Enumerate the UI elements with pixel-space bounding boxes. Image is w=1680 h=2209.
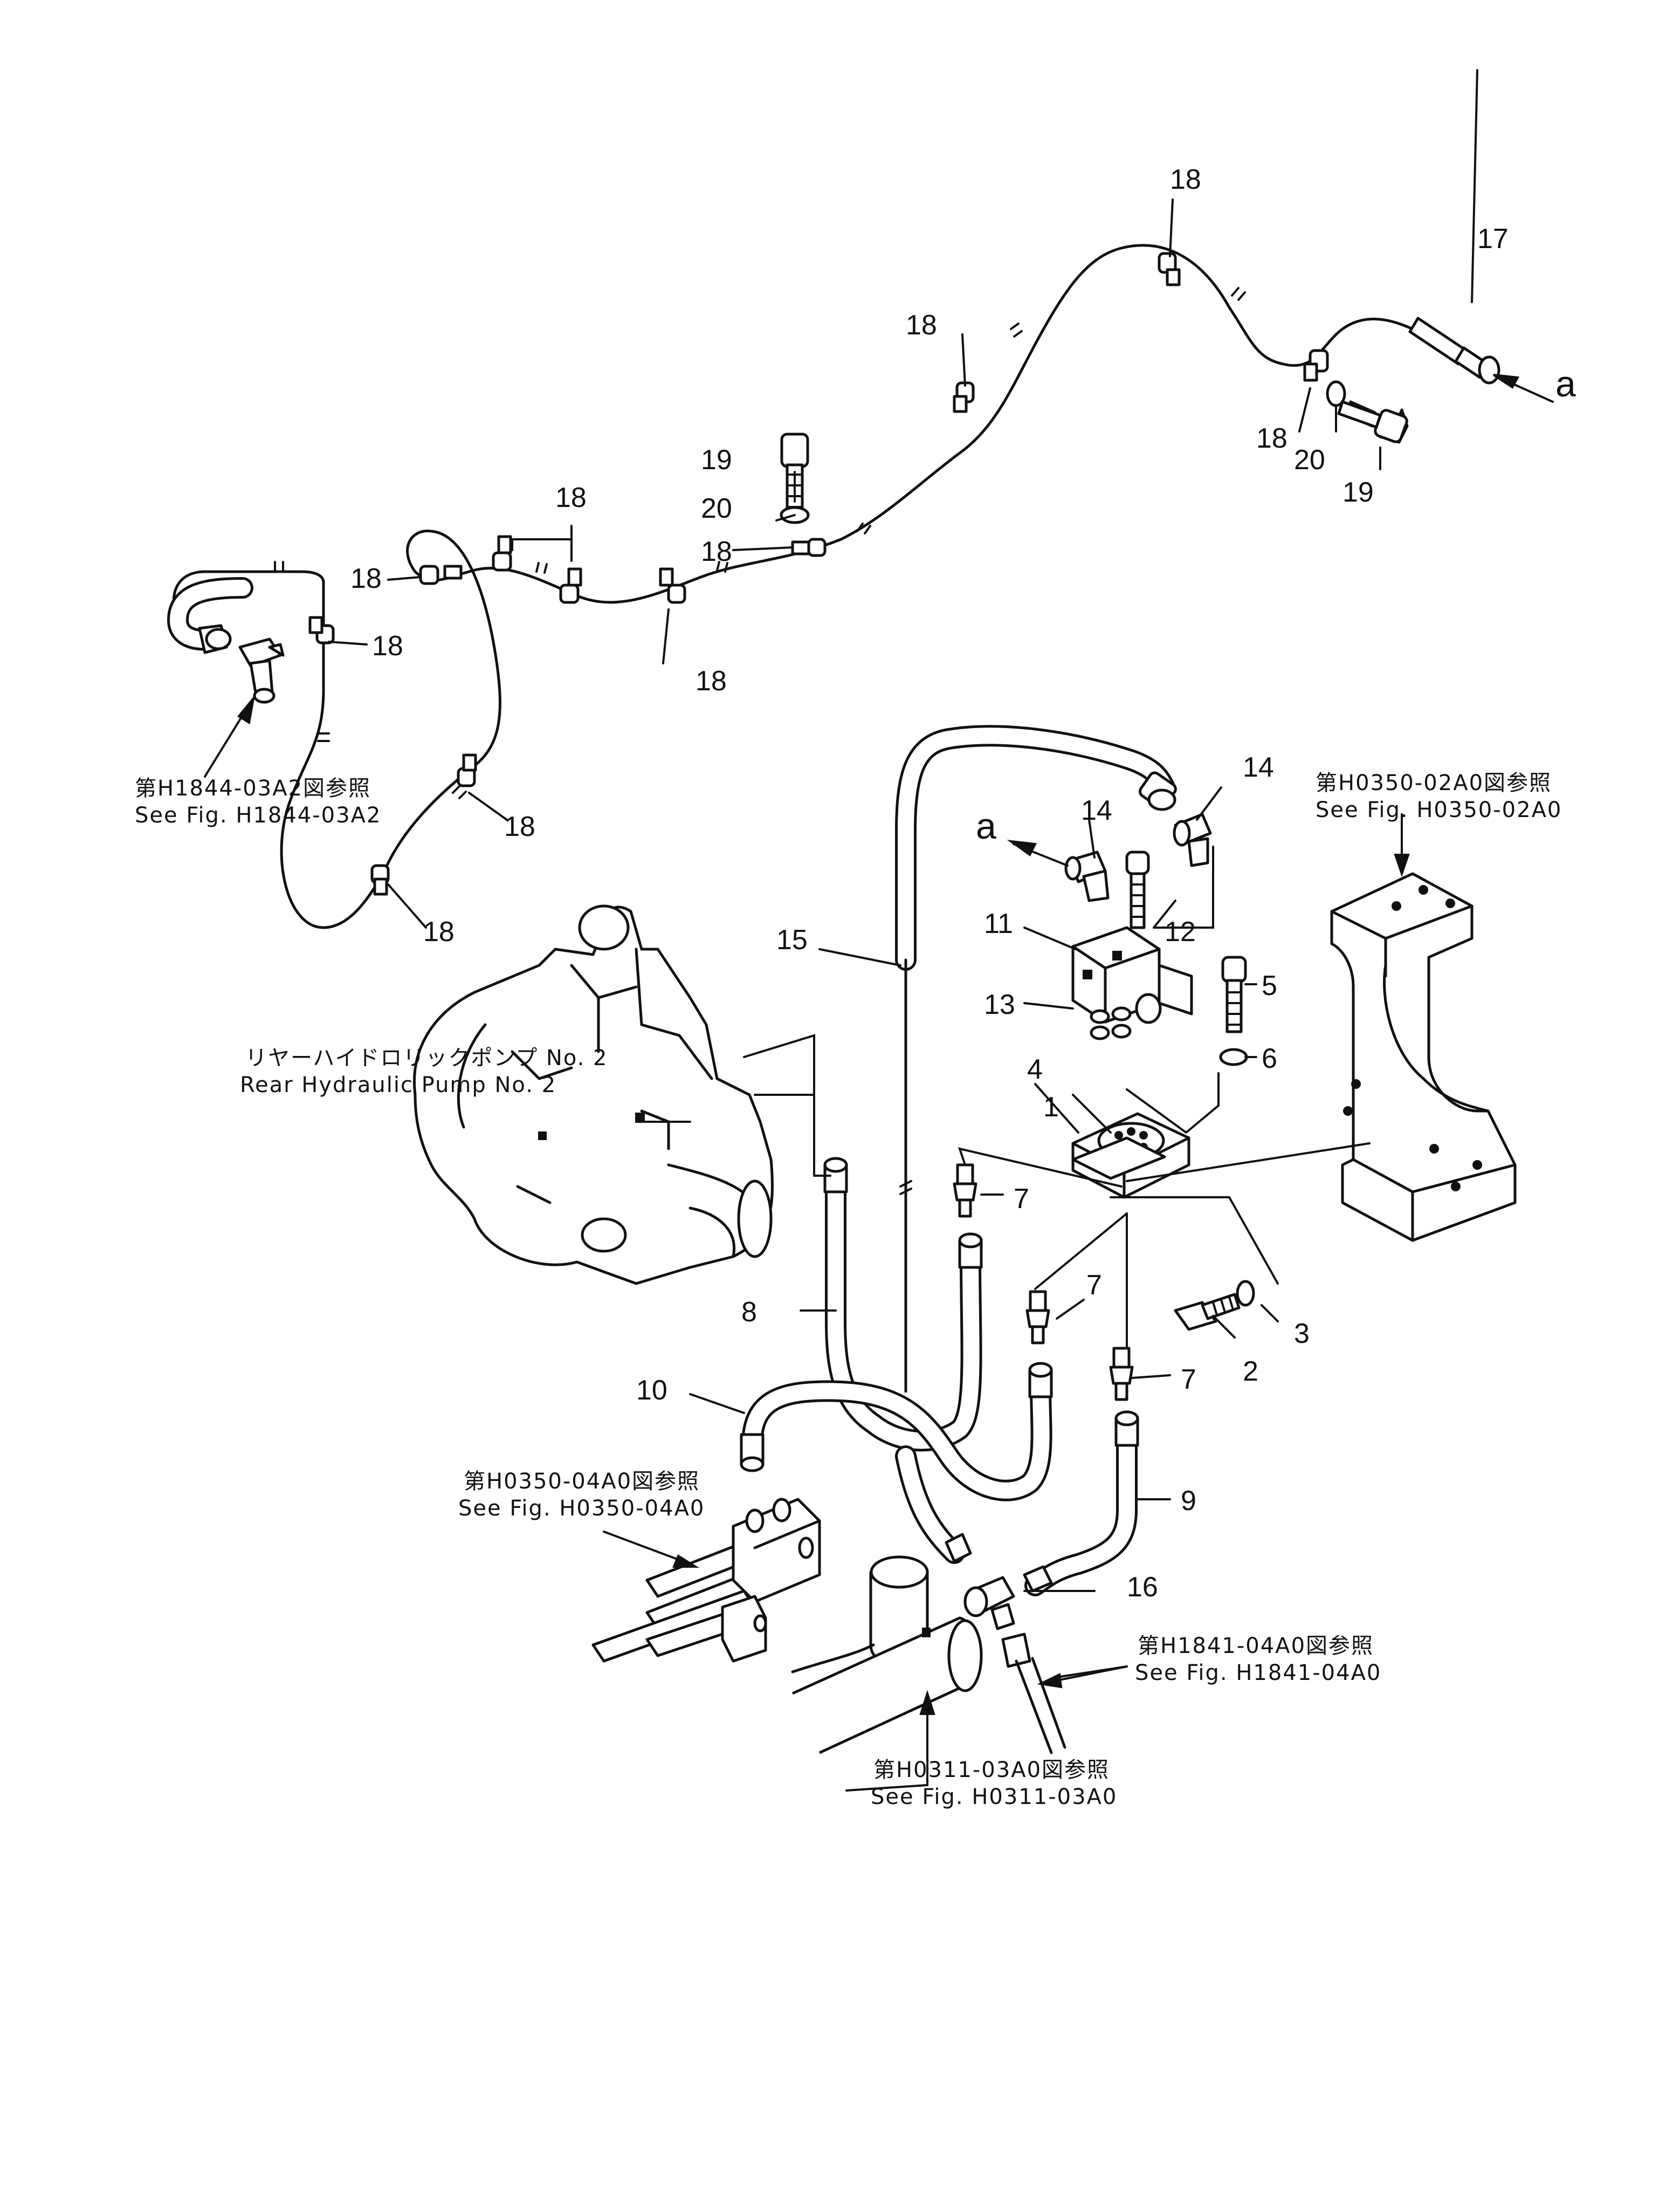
clamp-18	[419, 565, 463, 585]
tee-fitting	[238, 637, 285, 704]
callout-20: 20	[701, 493, 732, 524]
ref-h0311-en: See Fig. H0311-03A0	[871, 1785, 1117, 1809]
clamp-18	[791, 538, 827, 557]
clamp-18	[659, 567, 686, 604]
clamp-18	[492, 535, 512, 572]
h0350-04-valve-group	[591, 1498, 821, 1663]
callout-19: 19	[701, 444, 732, 476]
callout-6: 6	[1262, 1043, 1277, 1074]
clamp-18	[559, 567, 582, 604]
callout-5: 5	[1262, 970, 1277, 1001]
reference-labels: 第H1844-03A2図参照 See Fig. H1844-03A2 第H035…	[135, 771, 1562, 1809]
ref-pump-jp: リヤーハイドロリックポンプ No. 2	[245, 1046, 608, 1071]
callout-18: 18	[372, 630, 403, 662]
bolt-2	[1174, 1293, 1241, 1331]
hose-to-tee	[895, 1445, 972, 1564]
callout-14: 14	[1081, 795, 1112, 826]
solenoid-valve-11	[1071, 926, 1193, 1024]
elbow-14-right	[1173, 813, 1212, 867]
callout-a-mid: a	[976, 806, 996, 847]
washer-20-right	[1326, 380, 1346, 407]
ref-h1844-en: See Fig. H1844-03A2	[135, 803, 381, 828]
callout-7: 7	[1181, 1364, 1196, 1395]
routed-tube-17	[167, 244, 1500, 929]
tee-fitting-16	[963, 1576, 1015, 1630]
ref-h1841-en: See Fig. H1841-04A0	[1135, 1661, 1381, 1685]
callout-18: 18	[504, 811, 535, 842]
callout-18: 18	[350, 563, 382, 594]
fitting-7-lower	[1109, 1347, 1134, 1401]
callout-18: 18	[701, 536, 732, 567]
callout-18: 18	[696, 666, 727, 697]
arrows	[204, 374, 1554, 1786]
hose-10	[740, 1362, 1053, 1501]
callout-7: 7	[1014, 1183, 1029, 1215]
callout-7: 7	[1086, 1270, 1102, 1301]
clamp-18	[370, 864, 390, 896]
washer-6	[1219, 1048, 1248, 1066]
clamp-18	[457, 753, 477, 787]
callout-18: 18	[906, 310, 937, 341]
callout-3: 3	[1294, 1318, 1310, 1349]
callout-a-top: a	[1555, 363, 1576, 404]
h1841-line	[1001, 1632, 1066, 1754]
ref-h0350-02-jp: 第H0350-02A0図参照	[1316, 771, 1552, 795]
callout-15: 15	[776, 924, 808, 956]
bolt-19-right	[1337, 400, 1409, 444]
ref-h0350-04-en: See Fig. H0350-04A0	[458, 1496, 705, 1521]
elbow-14-left	[1064, 850, 1110, 902]
bolt-12	[1125, 850, 1150, 929]
callout-14: 14	[1243, 752, 1274, 783]
hose-9	[1023, 1410, 1139, 1596]
callout-12: 12	[1165, 916, 1196, 948]
ref-h1841-jp: 第H1841-04A0図参照	[1138, 1634, 1374, 1658]
callout-4: 4	[1027, 1054, 1043, 1085]
clamps-18	[308, 252, 1329, 896]
fitting-7-mid	[1025, 1290, 1050, 1344]
callout-20: 20	[1294, 444, 1325, 476]
clamp-18	[1303, 349, 1329, 382]
ref-h0350-04-jp: 第H0350-04A0図参照	[464, 1469, 700, 1494]
ref-pump-en: Rear Hydraulic Pump No. 2	[240, 1073, 556, 1097]
rear-hydraulic-pump	[413, 904, 774, 1285]
h0311-tank-fitting	[791, 1555, 983, 1754]
callout-11: 11	[984, 908, 1013, 939]
clamp-18	[953, 381, 975, 413]
callout-18: 18	[555, 482, 587, 513]
washer-3	[1236, 1280, 1255, 1307]
clamp-18	[1158, 252, 1181, 286]
callout-1: 1	[1043, 1092, 1059, 1123]
frame-bracket	[1330, 872, 1517, 1242]
callout-16: 16	[1127, 1572, 1158, 1603]
callout-10: 10	[636, 1375, 667, 1406]
callout-19: 19	[1342, 477, 1374, 508]
callout-9: 9	[1181, 1485, 1196, 1517]
callout-18: 18	[423, 916, 455, 948]
ref-h0350-02-en: See Fig. H0350-02A0	[1316, 798, 1562, 822]
ref-h0311-jp: 第H0311-03A0図参照	[873, 1758, 1110, 1782]
callout-13: 13	[984, 989, 1015, 1020]
clamp-18	[308, 616, 335, 644]
bracket-plate-1-main	[1071, 1136, 1166, 1180]
ref-h1844-jp: 第H1844-03A2図参照	[135, 776, 371, 801]
hose-15	[895, 725, 1177, 1393]
o-rings-13	[1090, 1006, 1132, 1040]
callout-2: 2	[1243, 1356, 1258, 1387]
callout-18: 18	[1170, 164, 1201, 195]
callout-8: 8	[741, 1296, 757, 1328]
callout-17: 17	[1477, 223, 1509, 255]
callout-18: 18	[1256, 423, 1287, 454]
callout-labels: 17 a 18 18 18 20 19 19 20 18 18 18 18 18…	[350, 164, 1576, 1603]
fitting-7-upper	[953, 1163, 977, 1218]
bolt-5	[1221, 956, 1247, 1033]
